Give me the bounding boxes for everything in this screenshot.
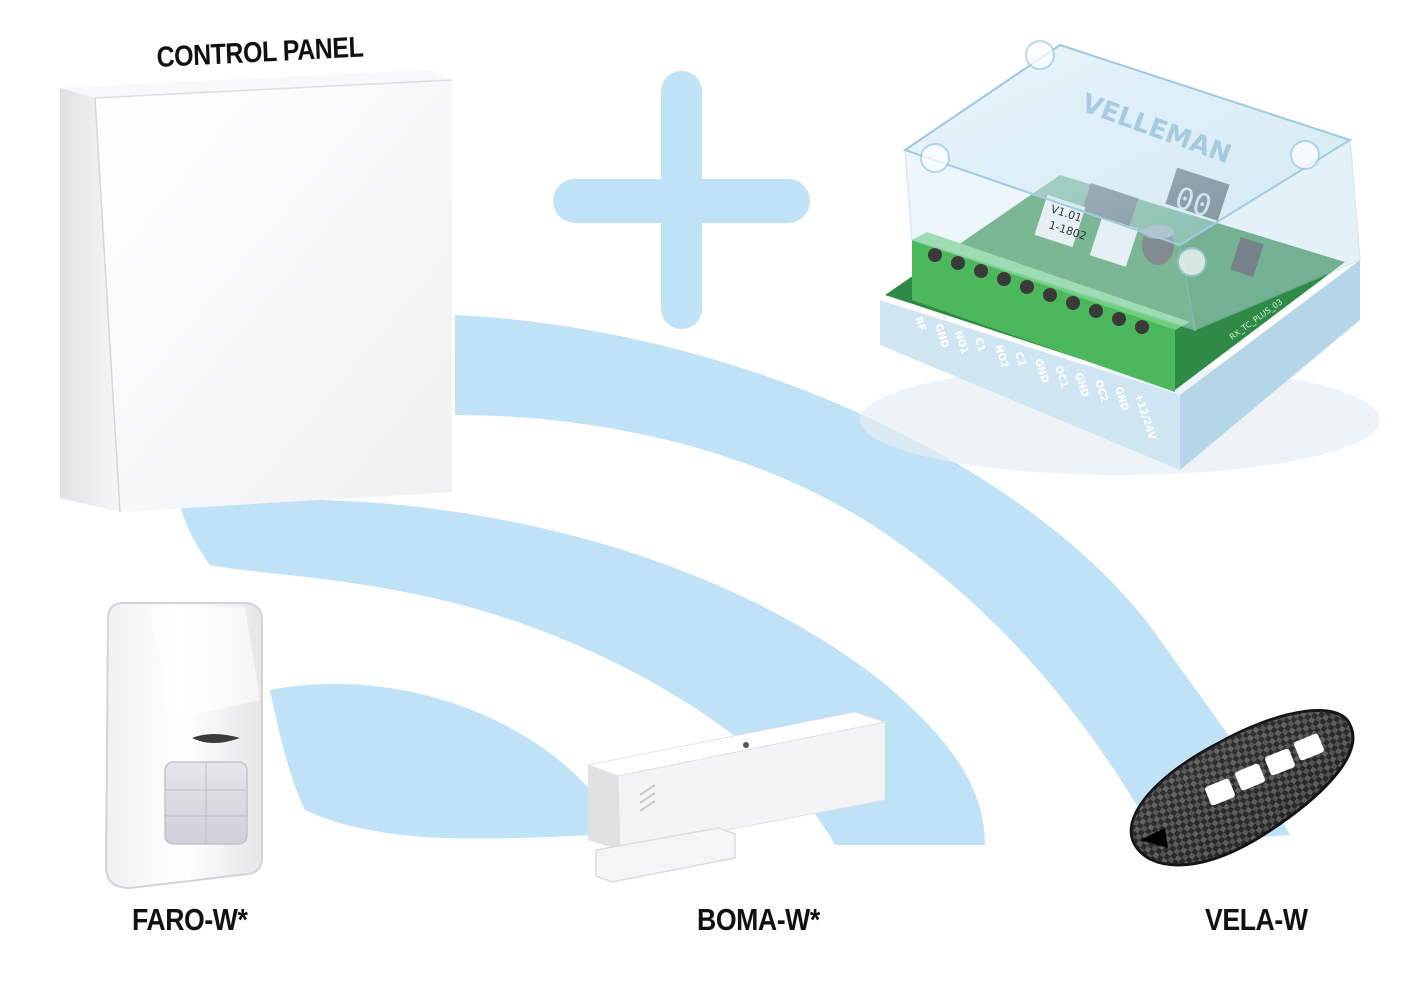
vela-remote-device [1129, 709, 1355, 867]
terminal-label: C2 [1012, 351, 1027, 368]
signal-wave-inner [270, 683, 599, 839]
signal-wave-outer [455, 315, 1290, 845]
terminal-screws [928, 248, 1149, 334]
terminal-label: RF [912, 316, 927, 333]
control-panel-device [60, 70, 453, 513]
plus-icon [553, 71, 810, 329]
boma-logo-icon [639, 784, 656, 812]
terminal-label: C1 [972, 337, 987, 354]
receiver-module-device: 00 RF GND NO1 C1 NO2 C2 GND OC1 [860, 40, 1380, 475]
vela-label: VELA-W [1205, 902, 1308, 937]
terminal-labels: RF GND NO1 C1 NO2 C2 GND OC1 GND OC2 GND… [912, 316, 1157, 442]
faro-label: FARO-W* [132, 902, 248, 937]
boma-label: BOMA-W* [697, 902, 820, 937]
boma-door-sensor-device [586, 711, 887, 883]
faro-motion-sensor-device [104, 602, 263, 890]
